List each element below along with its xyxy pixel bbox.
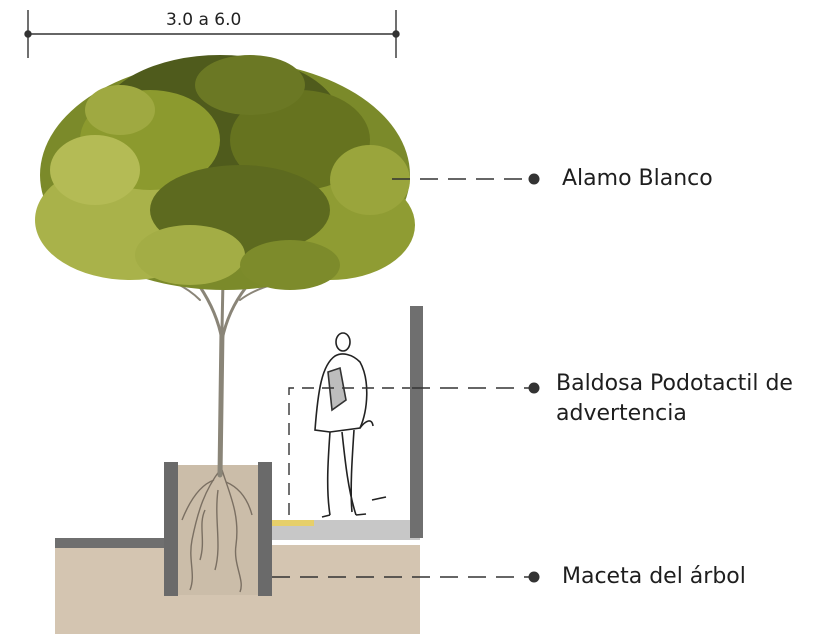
leader-dot-tree bbox=[528, 173, 540, 185]
leader-lines bbox=[272, 178, 530, 578]
planter-soil bbox=[167, 465, 271, 595]
pedestrian-figure bbox=[314, 332, 387, 518]
tree-canopy bbox=[35, 55, 415, 290]
leader-dot-planter bbox=[528, 571, 540, 583]
label-tile-line2: advertencia bbox=[556, 401, 687, 426]
planter-wall-right bbox=[258, 462, 272, 596]
dimension-line bbox=[24, 10, 400, 58]
planter bbox=[164, 462, 272, 596]
label-tile-line1: Baldosa Podotactil de bbox=[556, 371, 793, 396]
pedestrian-zone-outline bbox=[288, 387, 410, 515]
label-tree: Alamo Blanco bbox=[562, 166, 713, 191]
sidewalk bbox=[272, 306, 423, 540]
left-curb bbox=[55, 538, 167, 548]
tactile-tile bbox=[272, 520, 314, 526]
leader-dot-tile bbox=[528, 382, 540, 394]
label-planter: Maceta del árbol bbox=[562, 564, 746, 589]
dimension-label: 3.0 a 6.0 bbox=[166, 10, 242, 30]
roots bbox=[181, 469, 253, 593]
building-wall bbox=[410, 306, 423, 538]
planter-wall-left bbox=[164, 462, 178, 596]
